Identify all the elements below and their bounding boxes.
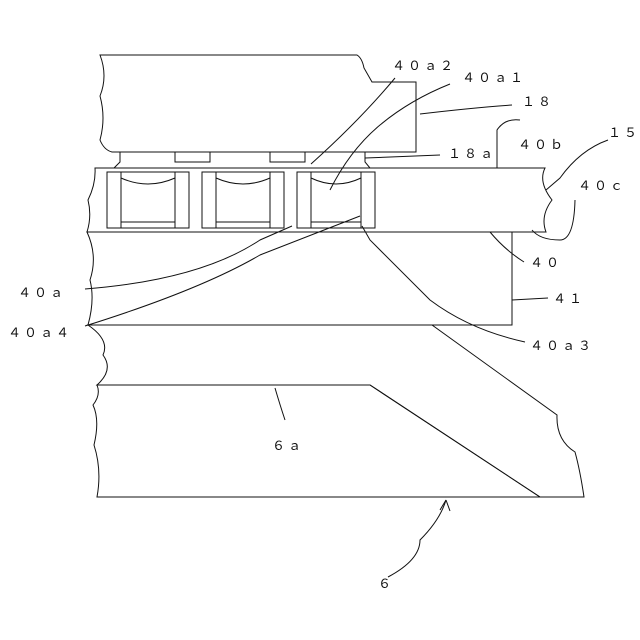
label-18a: １８ａ [448, 147, 496, 162]
part-18-block [100, 55, 416, 152]
label-40a2: ４０ａ２ [392, 59, 456, 74]
bearing-pocket-2 [202, 172, 284, 228]
label-18: １８ [522, 95, 554, 110]
bearing-pocket-3 [297, 172, 375, 228]
wedge-layer [88, 325, 584, 497]
label-6: ６ [378, 577, 394, 592]
label-15: １５ [608, 126, 640, 141]
label-41: ４１ [553, 292, 585, 307]
bearing-pocket-1 [107, 172, 189, 228]
label-40a3: ４０ａ３ [530, 339, 594, 354]
label-40b: ４０ｂ [518, 138, 566, 153]
label-40a: ４０ａ [18, 286, 66, 301]
part-6-base [93, 385, 540, 497]
part-18a-teeth [114, 152, 370, 168]
part-41-plate [87, 232, 512, 325]
label-40a4: ４０ａ４ [8, 326, 72, 341]
label-40c: ４０ｃ [578, 179, 626, 194]
label-6a: ６ａ [272, 439, 304, 454]
label-40: ４０ [530, 256, 562, 271]
label-40a1: ４０ａ１ [462, 71, 526, 86]
